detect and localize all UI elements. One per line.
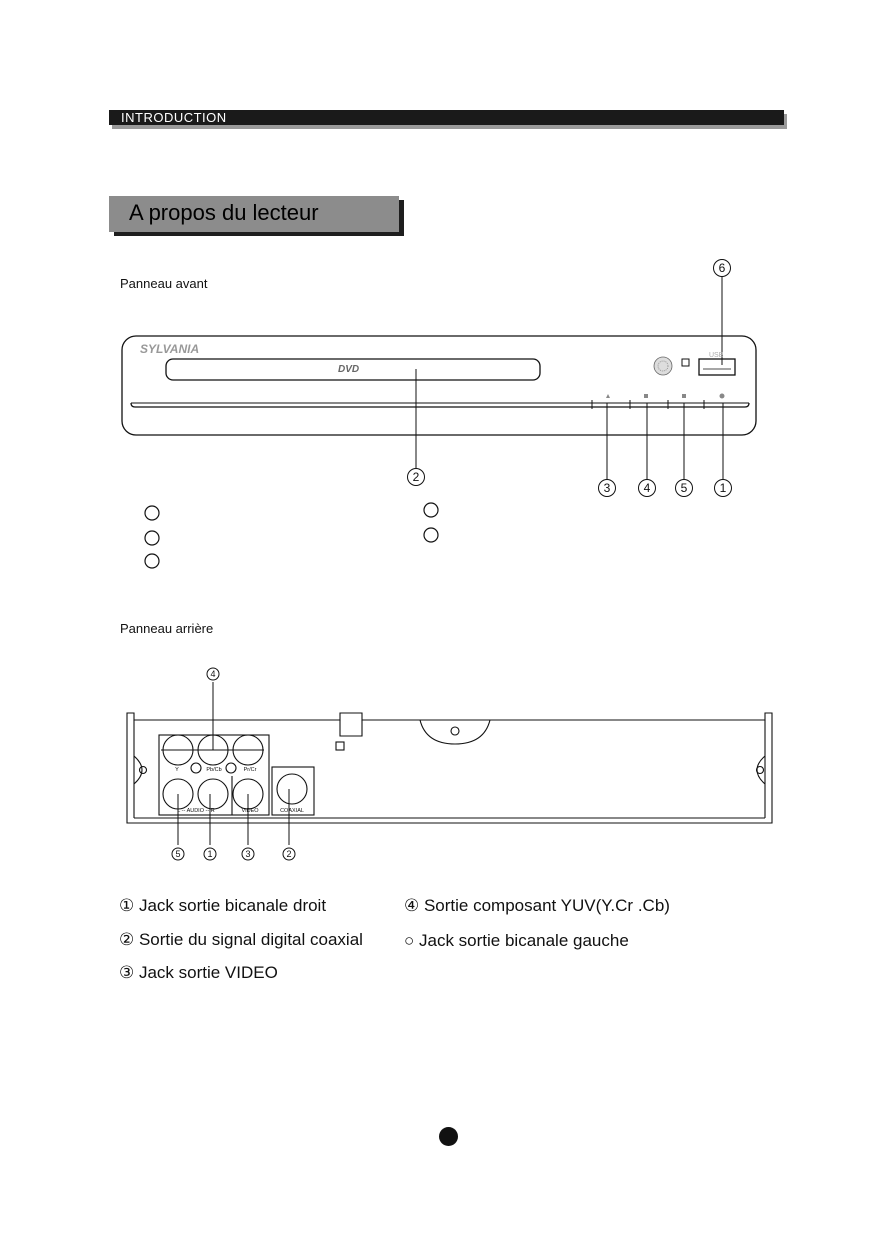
power-icon [719,393,725,399]
jack-label-pr: Pr/Cr [244,767,257,773]
callout-front-2: 2 [413,470,420,484]
rear-panel-diagram [126,682,773,845]
legend-item-2: ② Sortie du signal digital coaxial [119,930,363,949]
legend-item-5: ○ Jack sortie bicanale gauche [404,931,629,950]
front-panel-groove [130,402,750,408]
optical-icon [335,741,345,751]
front-panel-body [121,335,757,436]
callout-rear-1: 1 [207,849,212,859]
callout-front-5: 5 [681,481,688,495]
callout-rear-5: 5 [175,849,180,859]
jack-label-pb: Pb/Cb [206,767,221,773]
usb-port [698,358,736,376]
page-number-dot [439,1127,458,1146]
callout-front-3: 3 [604,481,611,495]
dvd-logo: DVD [338,364,359,375]
brand-logo: SYLVANIA [140,342,199,356]
front-legend-circles [144,502,439,569]
stop-icon [682,394,686,398]
callout-front-6: 6 [719,261,726,275]
jack-label-y: Y [175,767,179,773]
legend-item-4: ④ Sortie composant YUV(Y.Cr .Cb) [404,896,670,915]
page-title: A propos du lecteur [129,200,319,225]
eject-icon [606,394,610,398]
play-pause-icon [644,394,648,398]
speaker-grille-icon [653,356,673,376]
jack-label-video: VIDEO [241,808,259,814]
callout-rear-2: 2 [286,849,291,859]
section-header-bar: INTRODUCTION [109,110,784,125]
section-header-label: INTRODUCTION [121,110,227,125]
disc-tray-slot [165,358,541,381]
page-title-box: A propos du lecteur [109,196,399,232]
legend-item-1: ① Jack sortie bicanale droit [119,896,327,915]
jack-label-audio: L -- AUDIO -- R [177,808,214,814]
usb-label: USB [709,352,724,359]
ir-sensor-icon [681,358,690,367]
callout-front-4: 4 [644,481,651,495]
rear-panel-label: Panneau arrière [120,621,214,636]
legend-item-3: ③ Jack sortie VIDEO [119,963,278,982]
callout-front-1: 1 [720,481,727,495]
callout-rear-4: 4 [210,669,215,679]
front-panel-label: Panneau avant [120,276,208,291]
jack-label-coaxial: COAXIAL [280,808,304,814]
callout-rear-3: 3 [245,849,250,859]
